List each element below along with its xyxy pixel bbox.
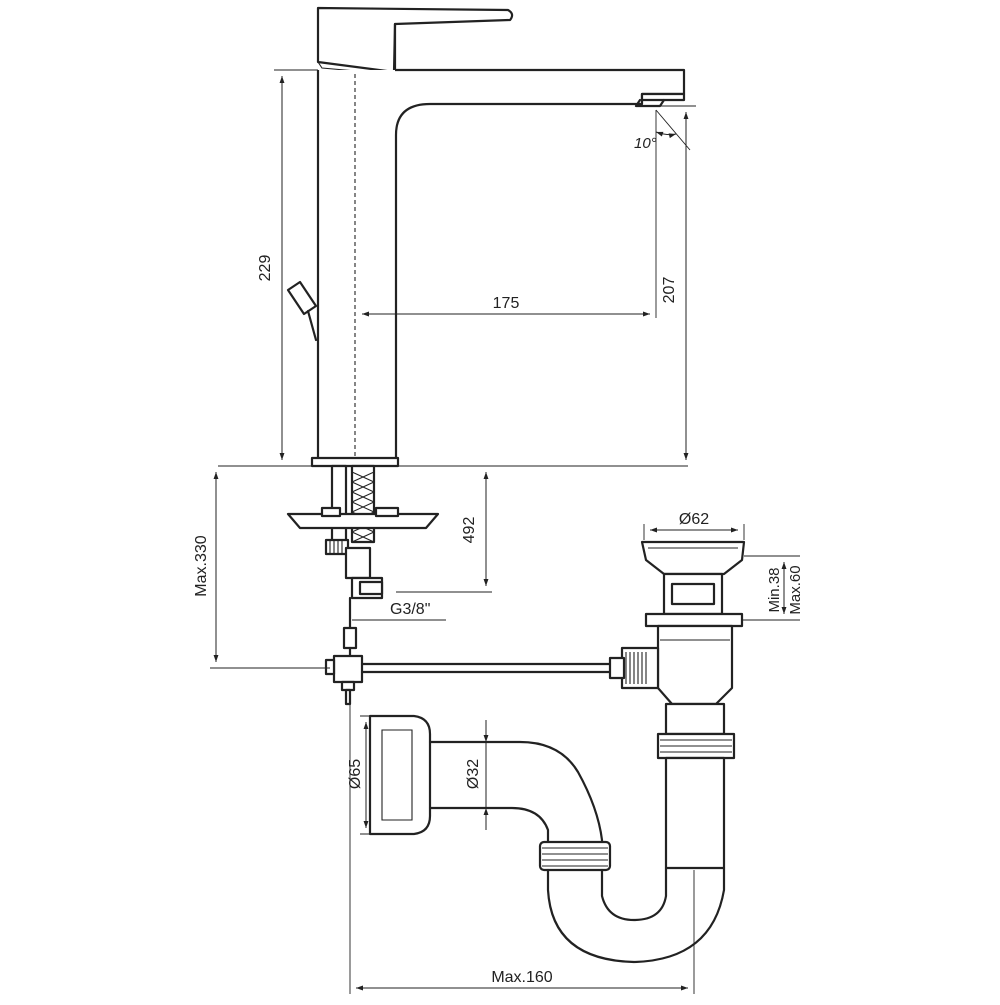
dim-max-below-deck: Max.330 [193, 535, 210, 596]
wall-flange [368, 714, 432, 836]
mounting-nut [324, 538, 350, 556]
dim-height-total: 229 [257, 255, 274, 282]
dim-max-width: Max.160 [491, 969, 552, 986]
dimensions: 229 207 10° 175 492 G3/8" Max.330 Ø62 Mi… [193, 69, 804, 994]
dim-pipe-diameter: Ø32 [465, 759, 482, 789]
dim-hose-length: 492 [461, 517, 478, 544]
dim-height-spout: 207 [661, 277, 678, 304]
dim-wall-flange-diameter: Ø65 [347, 759, 364, 789]
trap-nut [538, 840, 612, 872]
faucet-base [310, 456, 400, 468]
faucet [286, 6, 686, 468]
dim-min-thickness: Min.38 [766, 567, 783, 612]
pop-up-waste [608, 540, 746, 870]
dim-waste-diameter: Ø62 [679, 511, 709, 528]
faucet-body [316, 68, 686, 464]
dim-angle: 10° [634, 135, 657, 152]
linkage-clamp [332, 654, 364, 684]
dim-max-thickness: Max.60 [787, 565, 804, 614]
dim-thread: G3/8" [390, 601, 430, 618]
pop-up-rod-knob [286, 280, 318, 316]
dim-reach: 175 [493, 295, 520, 312]
mounting-plate [286, 512, 440, 530]
waste-cap [640, 540, 746, 576]
p-trap [368, 714, 726, 964]
aerator [640, 92, 686, 102]
mounting-kit [286, 464, 614, 706]
faucet-handle [316, 6, 514, 74]
